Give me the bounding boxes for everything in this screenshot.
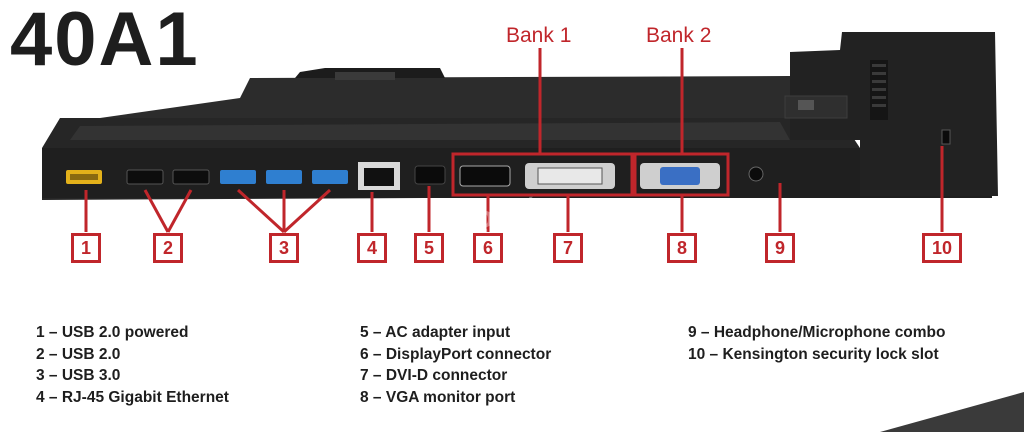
bank1-label: Bank 1 — [506, 24, 572, 47]
audio-jack — [748, 166, 764, 182]
eject-button — [784, 95, 848, 119]
callout-7: 7 — [553, 233, 583, 263]
legend-item: 3 – USB 3.0 — [36, 367, 121, 384]
callout-4: 4 — [357, 233, 387, 263]
legend-item: 9 – Headphone/Microphone combo — [688, 324, 946, 341]
bank2-label: Bank 2 — [646, 24, 712, 47]
legend-item: 10 – Kensington security lock slot — [688, 345, 939, 363]
usb3-port-c — [312, 170, 348, 184]
legend-item: 8 – VGA monitor port — [360, 388, 516, 406]
kensington-slot — [941, 129, 951, 145]
legend-column-2: 5 – AC adapter input 6 – DisplayPort con… — [360, 322, 551, 408]
displayport-port — [459, 165, 511, 187]
callout-3: 3 — [269, 233, 299, 263]
model-title: 40A1 — [10, 0, 200, 82]
callout-1: 1 — [71, 233, 101, 263]
legend-item: 2 – USB 2.0 — [36, 345, 121, 363]
legend-item: 7 – DVI-D connector — [360, 367, 508, 384]
dock-lip — [70, 122, 790, 140]
callout-5: 5 — [414, 233, 444, 263]
callout-6: 6 — [473, 233, 503, 263]
dock-top-bump — [335, 72, 395, 80]
usb2-port-b — [172, 169, 210, 185]
callout-8: 8 — [667, 233, 697, 263]
bottom-corner-shape — [880, 392, 1024, 432]
usb3-port-a — [220, 170, 256, 184]
legend-column-1: 1 – USB 2.0 powered 2 – USB 2.0 3 – USB … — [36, 322, 229, 408]
usb2-port-a — [126, 169, 164, 185]
ac-input-port — [414, 165, 446, 185]
dock-top — [100, 76, 800, 118]
usb3-port-b — [266, 170, 302, 184]
callout-9: 9 — [765, 233, 795, 263]
legend-item: 1 – USB 2.0 powered — [36, 324, 189, 341]
legend-item: 6 – DisplayPort connector — [360, 345, 552, 363]
callout-2: 2 — [153, 233, 183, 263]
legend-item: 4 – RJ-45 Gigabit Ethernet — [36, 388, 229, 406]
legend-item: 5 – AC adapter input — [360, 324, 511, 341]
bank1-outline — [451, 152, 634, 197]
dock-tower — [790, 32, 998, 196]
legend-column-3: 9 – Headphone/Microphone combo 10 – Kens… — [688, 322, 946, 365]
callout-10: 10 — [922, 233, 962, 263]
